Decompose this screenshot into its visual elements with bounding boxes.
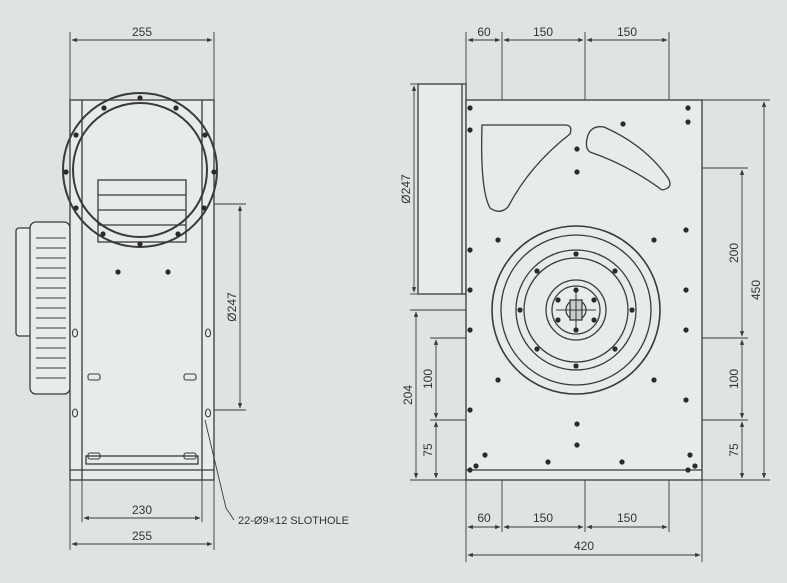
front-bottom-dim-2: 150 [533,511,553,525]
front-right-dim-3: 75 [727,443,741,457]
side-bottom-width-label: 255 [132,529,152,543]
front-view [417,83,703,481]
side-top-width-label: 255 [132,25,152,39]
front-bottom-dim-3: 150 [617,511,637,525]
front-right-dim-2: 100 [727,369,741,389]
front-top-dim-2: 150 [533,25,553,39]
front-left-dim-1: 204 [401,385,415,405]
side-outlet-diameter-label: Ø247 [225,292,239,322]
motor [15,221,71,395]
front-left-dim-3: 75 [421,443,435,457]
scroll-ring-outer [62,92,218,248]
front-bottom-dim-1: 60 [477,511,491,525]
side-view-dimensions [69,32,246,550]
front-left-dim-2: 100 [421,369,435,389]
front-height-label: 450 [749,280,763,300]
front-inlet-diameter-label: Ø247 [399,174,413,204]
front-top-dim-3: 150 [617,25,637,39]
housing-body [69,99,215,481]
side-inner-width-label: 230 [132,503,152,517]
side-view [15,92,218,481]
slothole-note: 22-Ø9×12 SLOTHOLE [238,515,349,527]
front-top-dim-1: 60 [477,25,491,39]
front-right-dim-1: 200 [727,243,741,263]
inlet-ring-outer [491,225,661,395]
front-plate [465,99,703,481]
front-view-dimensions [410,32,770,562]
front-total-width-label: 420 [574,539,594,553]
